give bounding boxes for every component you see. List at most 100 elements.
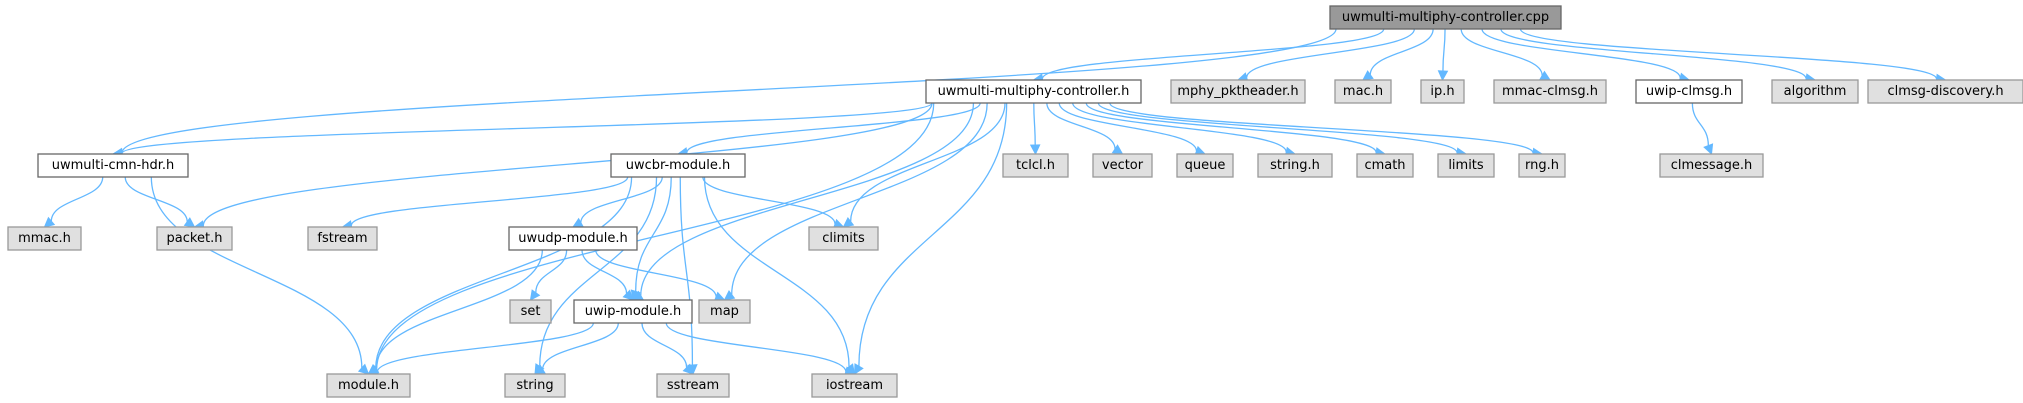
- node-clmsg_disc: clmsg-discovery.h: [1867, 79, 2023, 104]
- edge-ctrl_h-to-packet: [202, 102, 933, 226]
- node-iostream: iostream: [811, 373, 898, 398]
- node-algorithm: algorithm: [1771, 79, 1859, 104]
- node-box-limits: [1437, 153, 1495, 178]
- node-label-uwcbr: uwcbr-module.h: [626, 158, 731, 173]
- node-box-clmsg_disc: [1867, 79, 2023, 104]
- node-label-ip_h: ip.h: [1430, 84, 1454, 99]
- node-label-queue: queue: [1185, 158, 1226, 173]
- edge-root-to-cmn_hdr: [121, 28, 1337, 154]
- node-label-clmessage: clmessage.h: [1671, 158, 1753, 173]
- node-label-cmn_hdr: uwmulti-cmn-hdr.h: [52, 158, 175, 173]
- node-box-uwip_clmsg: [1635, 79, 1743, 104]
- edge-ctrl_h-to-cmath: [1085, 102, 1377, 153]
- node-label-fstream: fstream: [317, 231, 367, 246]
- node-box-uwcbr: [610, 153, 746, 178]
- edge-uwip-to-module: [376, 322, 594, 373]
- arrowhead-uwudp-to-set: [529, 289, 541, 301]
- edge-ctrl_h-to-queue: [1058, 102, 1198, 152]
- node-box-cmath: [1356, 153, 1414, 178]
- node-label-cmath: cmath: [1364, 158, 1405, 173]
- edge-ctrl_h-to-vector: [1046, 102, 1116, 150]
- edge-ctrl_h-to-module: [375, 102, 935, 371]
- node-uwudp[interactable]: uwudp-module.h: [508, 226, 638, 251]
- edge-ctrl_h-to-iostream: [858, 102, 1008, 367]
- edge-ctrl_h-to-limits: [1097, 102, 1458, 154]
- node-box-module: [326, 373, 411, 398]
- arrowhead-uwudp-to-uwip: [622, 289, 634, 301]
- edge-uwcbr-to-string: [539, 176, 658, 367]
- node-box-set: [509, 299, 552, 324]
- edge-uwcbr-to-climits: [702, 176, 836, 225]
- node-queue: queue: [1176, 153, 1234, 178]
- edge-cmn_hdr-to-module: [150, 176, 363, 368]
- node-mphy_pkt: mphy_pktheader.h: [1170, 79, 1306, 104]
- node-label-mmac_h: mmac.h: [18, 231, 71, 246]
- node-ctrl_h[interactable]: uwmulti-multiphy-controller.h: [925, 79, 1142, 104]
- node-box-mmac_clmsg: [1493, 79, 1607, 104]
- node-label-limits: limits: [1448, 158, 1484, 173]
- arrowhead-uwcbr-to-uwip: [630, 289, 641, 302]
- node-label-vector: vector: [1102, 158, 1144, 173]
- node-box-tclcl: [1002, 153, 1069, 178]
- arrowhead-ctrl_h-to-iostream: [853, 363, 864, 375]
- node-label-module: module.h: [338, 378, 399, 393]
- node-uwip_clmsg[interactable]: uwip-clmsg.h: [1635, 79, 1743, 104]
- edge-root-to-mmac_clmsg: [1460, 28, 1543, 76]
- arrowhead-cmn_hdr-to-mmac_h: [43, 216, 56, 228]
- edge-uwudp-to-uwip: [581, 249, 628, 294]
- node-box-ctrl_h: [925, 79, 1142, 104]
- node-ip_h: ip.h: [1420, 79, 1465, 104]
- node-mmac_clmsg: mmac-clmsg.h: [1493, 79, 1607, 104]
- node-label-tclcl: tclcl.h: [1016, 158, 1055, 173]
- arrowhead-ctrl_h-to-tclcl: [1029, 144, 1041, 156]
- edge-uwudp-to-set: [535, 249, 568, 293]
- edge-ctrl_h-to-tclcl: [1033, 102, 1036, 146]
- node-box-climits: [808, 226, 879, 251]
- node-uwcbr[interactable]: uwcbr-module.h: [610, 153, 746, 178]
- node-fstream: fstream: [307, 226, 378, 251]
- arrowhead-root-to-mac_h: [1362, 70, 1374, 81]
- node-box-sstream: [656, 373, 730, 398]
- arrowhead-ctrl_h-to-map: [723, 290, 736, 301]
- edge-root-to-mphy_pkt: [1246, 28, 1416, 78]
- node-root[interactable]: uwmulti-multiphy-controller.cpp: [1329, 5, 1562, 30]
- edge-ctrl_h-to-uwip: [640, 102, 975, 296]
- node-label-mac_h: mac.h: [1343, 84, 1383, 99]
- edge-cmn_hdr-to-mmac_h: [50, 176, 104, 222]
- node-cmn_hdr[interactable]: uwmulti-cmn-hdr.h: [37, 153, 189, 178]
- node-label-uwudp: uwudp-module.h: [518, 231, 627, 246]
- node-box-string: [504, 373, 566, 398]
- node-box-vector: [1092, 153, 1153, 178]
- node-label-algorithm: algorithm: [1784, 84, 1847, 99]
- node-box-rng: [1518, 153, 1566, 178]
- node-label-map: map: [710, 304, 739, 319]
- edge-uwip-to-string: [542, 322, 619, 370]
- edges-layer: [43, 28, 1947, 378]
- node-box-clmessage: [1659, 153, 1764, 178]
- edge-root-to-clmsg_disc: [1519, 28, 1938, 80]
- node-box-uwip: [573, 299, 693, 324]
- node-uwip[interactable]: uwip-module.h: [573, 299, 693, 324]
- node-set: set: [509, 299, 552, 324]
- node-label-root: uwmulti-multiphy-controller.cpp: [1342, 10, 1549, 25]
- edge-ctrl_h-to-uwcbr: [686, 102, 981, 153]
- arrowhead-cmn_hdr-to-module: [357, 363, 370, 375]
- node-label-string: string: [516, 378, 553, 393]
- nodes-layer: uwmulti-multiphy-controller.cpp uwmulti-m…: [7, 5, 2023, 398]
- arrowhead-cmn_hdr-to-packet: [183, 217, 196, 228]
- node-module: module.h: [326, 373, 411, 398]
- node-sstream: sstream: [656, 373, 730, 398]
- node-box-mac_h: [1334, 79, 1392, 104]
- node-box-mphy_pkt: [1170, 79, 1306, 104]
- edge-uwudp-to-module: [375, 249, 543, 369]
- node-cmath: cmath: [1356, 153, 1414, 178]
- node-clmessage: clmessage.h: [1659, 153, 1764, 178]
- edge-uwcbr-to-uwip: [635, 176, 672, 292]
- arrowhead-uwip_clmsg-to-clmessage: [1703, 143, 1714, 156]
- edge-uwip-to-iostream: [665, 322, 847, 372]
- node-map: map: [698, 299, 751, 324]
- node-label-mphy_pkt: mphy_pktheader.h: [1177, 84, 1298, 99]
- node-limits: limits: [1437, 153, 1495, 178]
- node-box-mmac_h: [7, 226, 82, 251]
